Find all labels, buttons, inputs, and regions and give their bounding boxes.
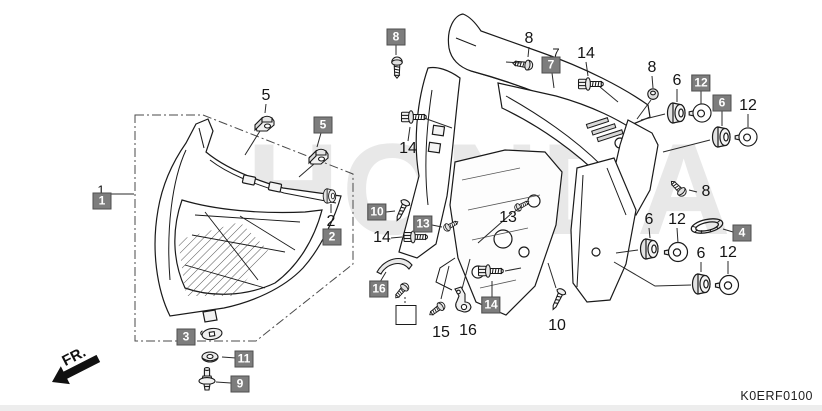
diagram-code: K0ERF0100	[740, 389, 813, 403]
callout-14-8[interactable]: 14	[577, 45, 595, 62]
callout-6-10[interactable]: 6	[672, 72, 682, 89]
leader-lines	[108, 45, 749, 384]
callout-6-22[interactable]: 6	[644, 211, 654, 228]
callout-10-32[interactable]: 10	[548, 317, 566, 334]
callout-12-11[interactable]: 12	[691, 74, 711, 92]
callout-9-35[interactable]: 9	[230, 375, 250, 393]
part1-boundary-box	[134, 114, 354, 342]
callout-16-31[interactable]: 16	[459, 322, 477, 339]
callout-10-17[interactable]: 10	[367, 203, 387, 221]
callout-14-18[interactable]: 14	[373, 229, 391, 246]
callout-8-21[interactable]: 8	[701, 183, 711, 200]
callout-2-16[interactable]: 2	[322, 228, 342, 246]
callout-blank-28[interactable]	[395, 305, 417, 325]
callout-15-30[interactable]: 15	[432, 324, 450, 341]
callout-13-20[interactable]: 13	[499, 209, 517, 226]
headlight-unit-drawing	[154, 118, 342, 323]
callout-14-14[interactable]: 14	[399, 140, 417, 157]
callout-6-25[interactable]: 6	[696, 245, 706, 262]
callout-4-24[interactable]: 4	[732, 224, 752, 242]
fr-arrow-shape	[52, 354, 101, 385]
callout-12-26[interactable]: 12	[719, 244, 737, 261]
callout-5-2[interactable]: 5	[261, 87, 271, 104]
callout-6-12[interactable]: 6	[712, 94, 732, 112]
callout-5-3[interactable]: 5	[313, 116, 333, 134]
callout-12-13[interactable]: 12	[739, 97, 757, 114]
callout-3-33[interactable]: 3	[176, 328, 196, 346]
callout-8-9[interactable]: 8	[647, 59, 657, 76]
callout-11-34[interactable]: 11	[234, 350, 254, 368]
callout-14-29[interactable]: 14	[481, 296, 501, 314]
bottom-strip	[0, 405, 822, 411]
callout-1-0[interactable]: 1	[97, 182, 105, 198]
callout-7-6[interactable]: 7	[552, 45, 560, 61]
callout-12-23[interactable]: 12	[668, 211, 686, 228]
callout-13-19[interactable]: 13	[413, 215, 433, 233]
callout-2-15[interactable]: 2	[326, 213, 336, 230]
inner-cowl-drawing	[398, 66, 461, 259]
meter-visor-drawing	[497, 82, 643, 181]
callout-7-7[interactable]: 7	[541, 56, 561, 74]
callout-1-1[interactable]: 1	[92, 192, 112, 210]
front-lower-cover-drawing	[570, 119, 659, 303]
callout-8-5[interactable]: 8	[524, 30, 534, 47]
callout-16-27[interactable]: 16	[369, 280, 389, 298]
callout-8-4[interactable]: 8	[386, 28, 406, 46]
